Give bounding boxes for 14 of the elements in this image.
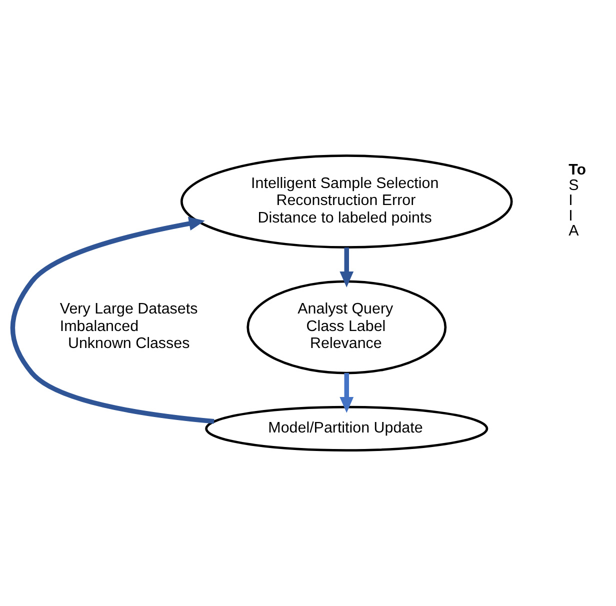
- node-ellipse: Intelligent Sample Selection Reconstruction Error Distance to labeled points: [180, 154, 513, 249]
- label: Unknown Classes: [68, 334, 190, 352]
- label: Imbalanced: [60, 318, 139, 335]
- arrow: [340, 373, 354, 413]
- label: I: [568, 207, 573, 224]
- label: S: [568, 176, 579, 194]
- label: I: [568, 192, 573, 210]
- node-ellipse: Analyst Query Class Label Relevance: [246, 280, 447, 374]
- node-ellipse: Model/Partition Update: [205, 406, 488, 452]
- label: To: [568, 162, 586, 179]
- label: Very Large Datasets: [60, 300, 198, 318]
- arrow: [340, 248, 354, 288]
- label: A: [568, 222, 579, 240]
- arrow: [10, 216, 214, 424]
